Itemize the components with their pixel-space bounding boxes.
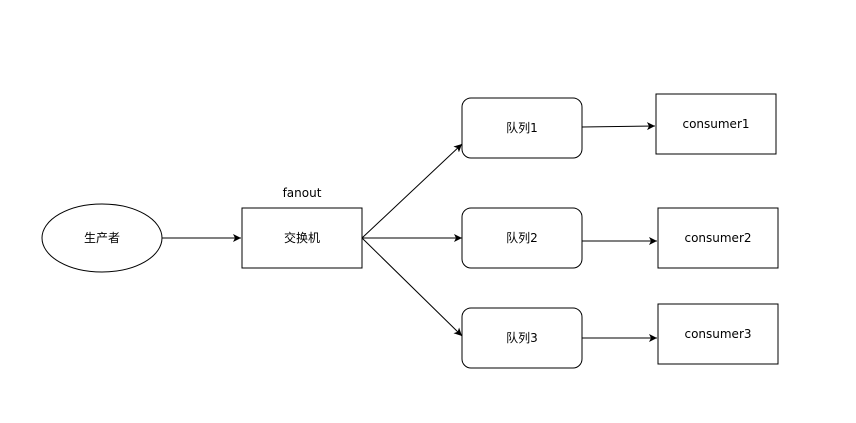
- producer-label: 生产者: [84, 231, 120, 245]
- consumer1-node[interactable]: consumer1: [655, 93, 777, 155]
- producer-ellipse: [41, 203, 163, 273]
- queue1-label: 队列1: [506, 120, 538, 135]
- queue2-box: [461, 207, 583, 269]
- exchange-type-annotation: fanout: [283, 186, 322, 200]
- exchange-label: 交换机: [284, 230, 320, 245]
- queue1-node[interactable]: 队列1: [461, 97, 583, 159]
- consumer2-node[interactable]: consumer2: [657, 207, 779, 269]
- queue3-label: 队列3: [506, 330, 538, 345]
- consumer3-box: [657, 303, 779, 365]
- queue2-node[interactable]: 队列2: [461, 207, 583, 269]
- edge-exchange-queue3: [361, 237, 463, 337]
- queue3-box: [461, 307, 583, 369]
- producer-node[interactable]: 生产者: [41, 203, 163, 273]
- queue2-label: 队列2: [506, 230, 538, 245]
- consumer3-node[interactable]: consumer3: [657, 303, 779, 365]
- consumer1-label: consumer1: [682, 117, 749, 131]
- queue1-box: [461, 97, 583, 159]
- exchange-node[interactable]: 交换机: [241, 207, 363, 269]
- consumer2-label: consumer2: [684, 231, 751, 245]
- exchange-box: [241, 207, 363, 269]
- consumer3-label: consumer3: [684, 327, 751, 341]
- queue3-node[interactable]: 队列3: [461, 307, 583, 369]
- consumer1-box: [655, 93, 777, 155]
- consumer2-box: [657, 207, 779, 269]
- edge-exchange-queue1: [361, 143, 463, 239]
- edge-queue1-consumer1: [581, 122, 656, 131]
